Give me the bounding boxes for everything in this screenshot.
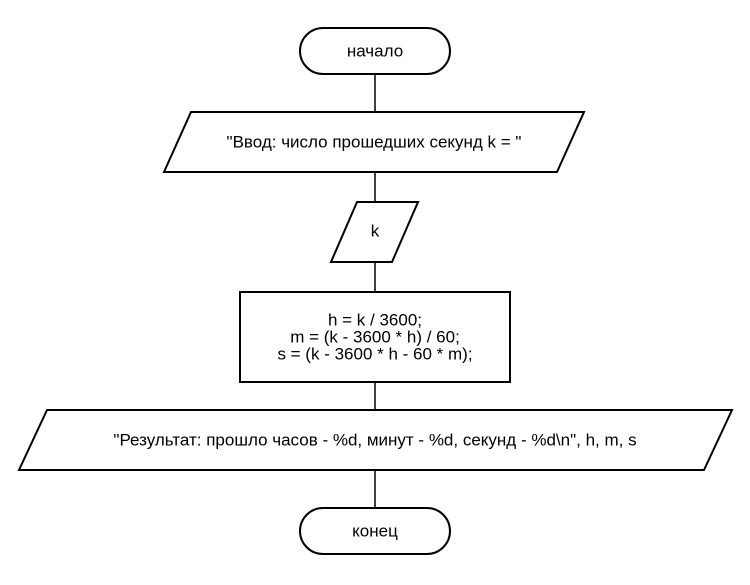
input-label: k <box>371 222 380 241</box>
prompt-output-label: "Ввод: число прошедших секунд k = " <box>227 133 522 152</box>
process-shape <box>239 291 511 383</box>
end-shape <box>299 507 451 555</box>
result-output-block: "Результат: прошло часов - %d, минут - %… <box>17 409 734 471</box>
end-terminator: конец <box>299 507 451 555</box>
end-label: конец <box>352 522 398 541</box>
input-block: k <box>329 201 420 263</box>
input-shape <box>329 201 420 263</box>
start-shape <box>299 27 451 75</box>
result-output-shape <box>17 409 734 471</box>
process-line-2: m = (k - 3600 * h) / 60; <box>290 328 460 347</box>
prompt-output-shape <box>162 111 586 173</box>
prompt-output-block: "Ввод: число прошедших секунд k = " <box>162 111 586 173</box>
result-output-label: "Результат: прошло часов - %d, минут - %… <box>113 431 636 450</box>
process-line-3: s = (k - 3600 * h - 60 * m); <box>277 345 472 364</box>
process-block: h = k / 3600; m = (k - 3600 * h) / 60; s… <box>239 291 511 383</box>
process-line-1: h = k / 3600; <box>328 311 422 330</box>
start-label: начало <box>347 42 403 61</box>
start-terminator: начало <box>299 27 451 75</box>
